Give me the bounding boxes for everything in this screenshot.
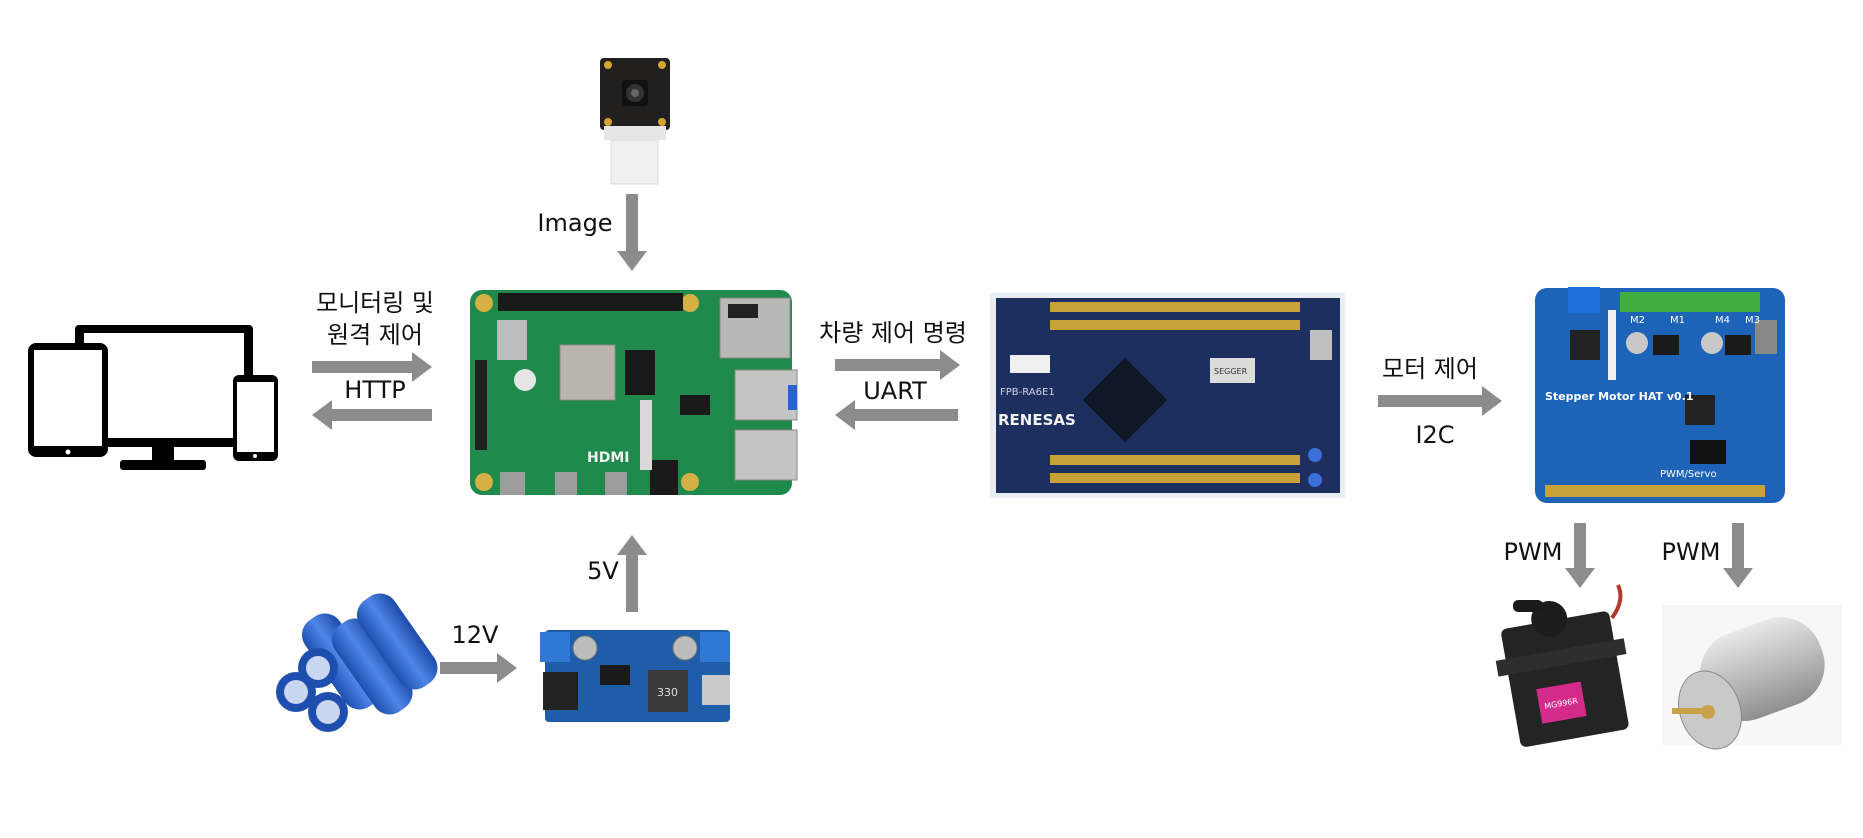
mcu-brand-label: RENESAS (998, 411, 1076, 429)
motor-hat-board: M2 M1 M4 M3 Stepper Motor HAT v0.1 PWM/S… (1535, 287, 1785, 503)
pwm-right-arrow (1723, 523, 1753, 588)
hat-m3-label: M3 (1745, 315, 1760, 326)
client-devices-icon (28, 325, 278, 470)
uart-out-arrow (835, 350, 960, 380)
hat-m1-label: M1 (1670, 315, 1685, 326)
5v-arrow (617, 535, 647, 612)
mcu-board: FPB-RA6E1 RENESAS SEGGER (990, 293, 1345, 498)
hat-m4-label: M4 (1715, 315, 1730, 326)
pi-hdmi-label: HDMI (587, 450, 629, 466)
servo-motor-icon: MG996R (1495, 584, 1629, 747)
pwm-left-label: PWM (1503, 538, 1563, 566)
http-out-arrow (312, 352, 432, 382)
uart-in-arrow (835, 400, 958, 430)
image-arrow (617, 194, 647, 271)
voltage-regulator-board: 330 (540, 630, 730, 722)
mcu-model-label: FPB-RA6E1 (1000, 387, 1055, 398)
i2c-label: I2C (1415, 421, 1455, 449)
i2c-arrow (1378, 386, 1502, 416)
dc-motor-icon (1662, 605, 1842, 750)
pwm-right-label: PWM (1661, 538, 1721, 566)
arrows (312, 194, 1753, 683)
12v-arrow (440, 653, 517, 683)
http-label: HTTP (344, 376, 406, 404)
motor-control-label: 모터 제어 (1382, 355, 1478, 383)
hat-title-label: Stepper Motor HAT v0.1 (1545, 390, 1694, 403)
mcu-vendor-label: SEGGER (1214, 367, 1248, 376)
regulator-inductor-label: 330 (657, 686, 678, 699)
hat-m2-label: M2 (1630, 315, 1645, 326)
vehicle-command-label: 차량 제어 명령 (819, 319, 967, 347)
monitoring-label-line2: 원격 제어 (327, 321, 423, 349)
12v-label: 12V (451, 621, 499, 649)
pwm-left-arrow (1565, 523, 1595, 588)
raspberry-pi-board: HDMI (470, 290, 798, 495)
uart-label: UART (863, 377, 927, 405)
5v-label: 5V (587, 557, 619, 585)
battery-pack-icon (276, 593, 438, 732)
hat-pwm-label: PWM/Servo (1660, 469, 1717, 480)
camera-module-icon (600, 58, 670, 185)
monitoring-label-line1: 모니터링 및 (315, 289, 435, 317)
http-in-arrow (312, 400, 432, 430)
image-label: Image (537, 209, 613, 237)
